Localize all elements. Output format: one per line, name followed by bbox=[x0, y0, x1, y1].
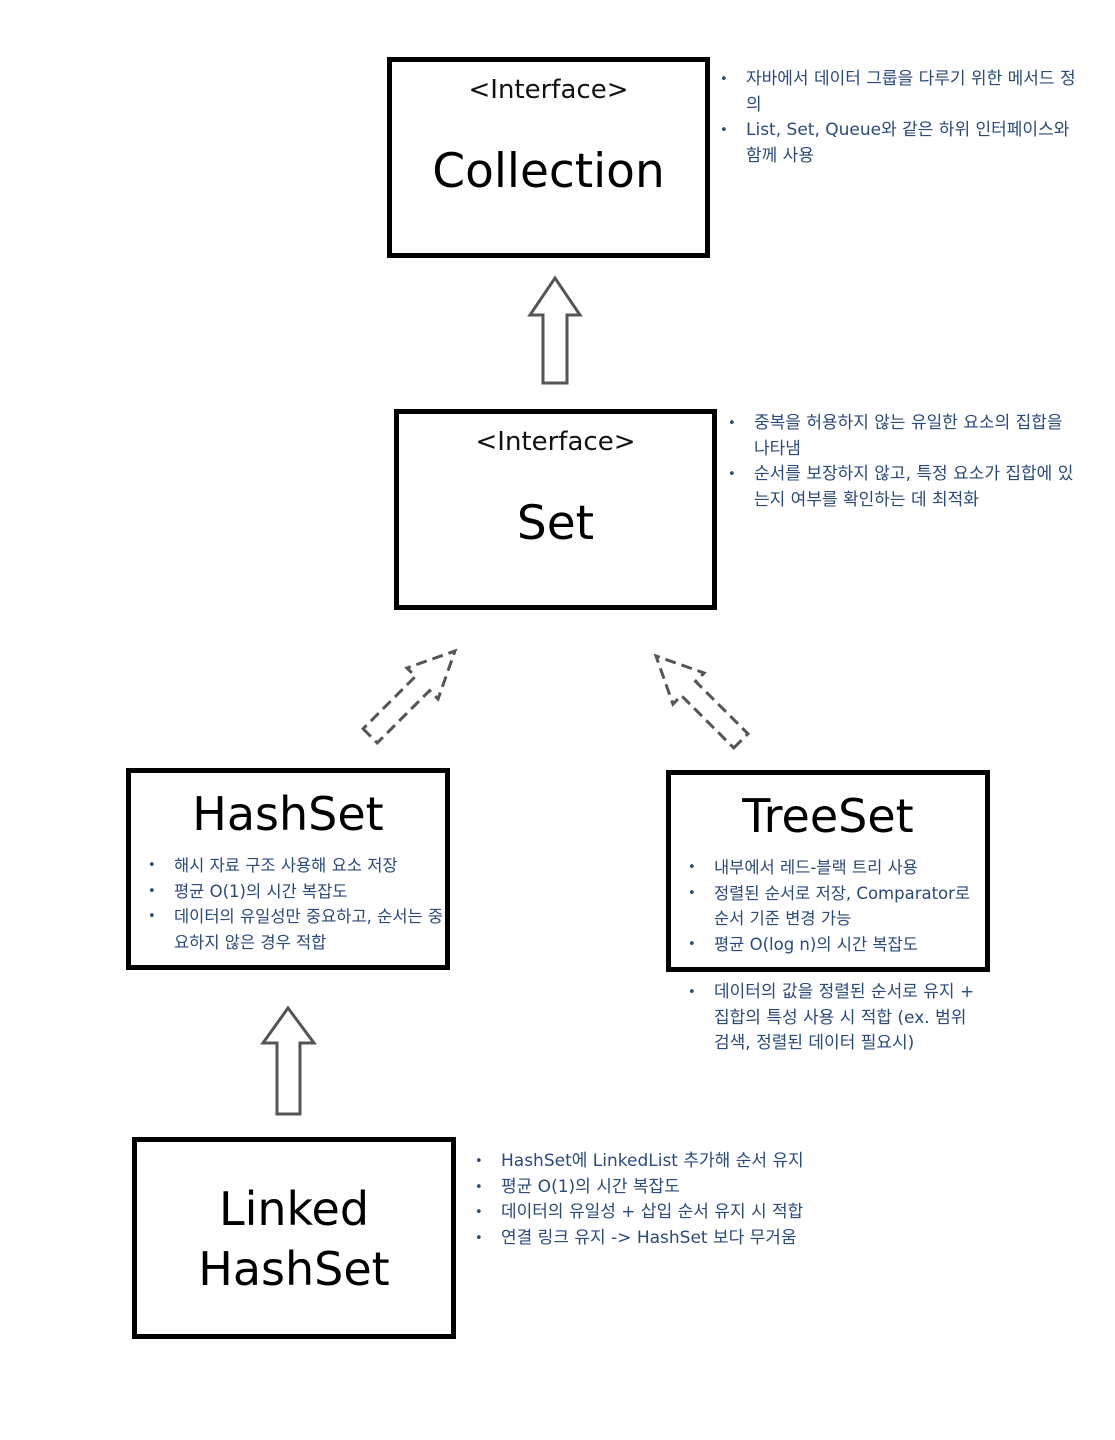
list-item: 평균 O(1)의 시간 복잡도 bbox=[473, 1175, 873, 1201]
hashset-title: HashSet bbox=[192, 787, 384, 841]
linkedhashset-notes: HashSet에 LinkedList 추가해 순서 유지 평균 O(1)의 시… bbox=[473, 1149, 873, 1251]
list-item: 정렬된 순서로 저장, Comparator로 순서 기준 변경 가능 bbox=[686, 881, 986, 932]
list-item: 평균 O(log n)의 시간 복잡도 bbox=[686, 932, 986, 958]
set-notes: 중복을 허용하지 않는 유일한 요소의 집합을 나타냄 순서를 보장하지 않고,… bbox=[726, 411, 1076, 513]
linkedhashset-box: Linked HashSet bbox=[132, 1137, 456, 1339]
list-item: HashSet에 LinkedList 추가해 순서 유지 bbox=[473, 1149, 873, 1175]
collection-notes: 자바에서 데이터 그룹을 다루기 위한 메서드 정의 List, Set, Qu… bbox=[718, 67, 1078, 169]
collection-box: <Interface> Collection bbox=[387, 57, 710, 258]
extends-arrow-linkedhashset-to-hashset bbox=[260, 1005, 317, 1116]
implements-arrow-treeset-to-set bbox=[653, 653, 751, 751]
extends-arrow-set-to-collection bbox=[527, 275, 583, 385]
linkedhashset-title-line2: HashSet bbox=[198, 1242, 390, 1296]
set-title: Set bbox=[516, 496, 595, 551]
list-item: 중복을 허용하지 않는 유일한 요소의 집합을 나타냄 bbox=[726, 411, 1076, 462]
list-item: 해시 자료 구조 사용해 요소 저장 bbox=[146, 853, 446, 879]
list-item: 평균 O(1)의 시간 복잡도 bbox=[146, 879, 446, 905]
set-stereotype: <Interface> bbox=[475, 427, 636, 457]
treeset-title: TreeSet bbox=[742, 789, 914, 843]
set-box: <Interface> Set bbox=[394, 409, 717, 610]
list-item: 연결 링크 유지 -> HashSet 보다 무거움 bbox=[473, 1226, 873, 1252]
list-item: 데이터의 유일성 + 삽입 순서 유지 시 적합 bbox=[473, 1200, 873, 1226]
treeset-box: TreeSet 내부에서 레드-블랙 트리 사용 정렬된 순서로 저장, Com… bbox=[666, 770, 990, 972]
implements-arrow-hashset-to-set bbox=[360, 648, 458, 746]
linkedhashset-title-line1: Linked bbox=[218, 1182, 370, 1236]
list-item: 순서를 보장하지 않고, 특정 요소가 집합에 있는지 여부를 확인하는 데 최… bbox=[726, 462, 1076, 513]
list-item: List, Set, Queue와 같은 하위 인터페이스와 함께 사용 bbox=[718, 118, 1078, 169]
list-item: 데이터의 값을 정렬된 순서로 유지 + 집합의 특성 사용 시 적합 (ex.… bbox=[686, 980, 986, 1057]
collection-title: Collection bbox=[432, 144, 665, 199]
treeset-outside-notes: 데이터의 값을 정렬된 순서로 유지 + 집합의 특성 사용 시 적합 (ex.… bbox=[686, 980, 986, 1057]
treeset-notes: 내부에서 레드-블랙 트리 사용 정렬된 순서로 저장, Comparator로… bbox=[686, 855, 986, 957]
hashset-box: HashSet 해시 자료 구조 사용해 요소 저장 평균 O(1)의 시간 복… bbox=[126, 768, 450, 970]
list-item: 내부에서 레드-블랙 트리 사용 bbox=[686, 855, 986, 881]
list-item: 데이터의 유일성만 중요하고, 순서는 중요하지 않은 경우 적합 bbox=[146, 904, 446, 955]
list-item: 자바에서 데이터 그룹을 다루기 위한 메서드 정의 bbox=[718, 67, 1078, 118]
collection-stereotype: <Interface> bbox=[468, 75, 629, 105]
hashset-notes: 해시 자료 구조 사용해 요소 저장 평균 O(1)의 시간 복잡도 데이터의 … bbox=[146, 853, 446, 955]
